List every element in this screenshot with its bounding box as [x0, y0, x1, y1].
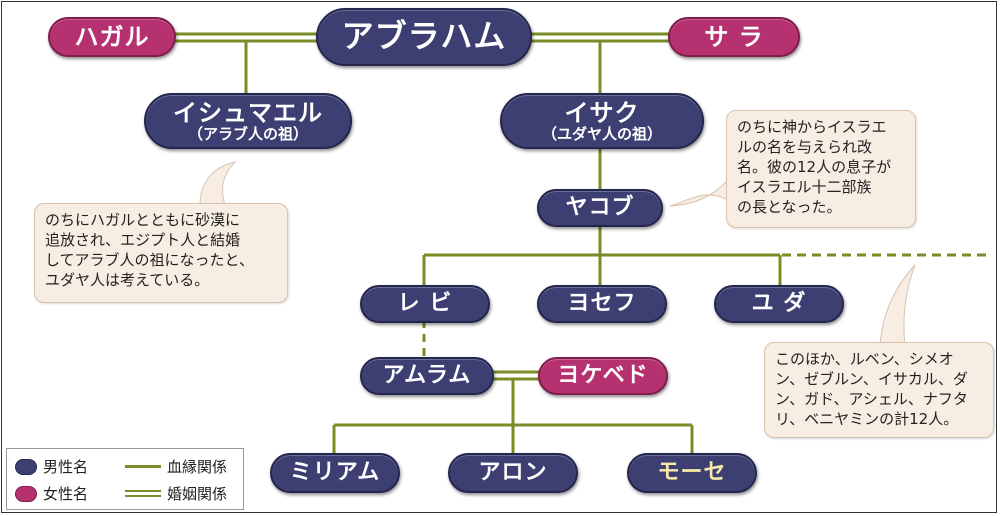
node-moses-name: モーセ	[657, 459, 727, 485]
node-ishmael: イシュマエル （アラブ人の祖）	[144, 93, 352, 149]
legend-male-swatch	[15, 458, 37, 475]
note-pointer-jacob	[669, 178, 729, 207]
node-isaac: イサク （ユダヤ人の祖）	[500, 93, 704, 149]
note-pointer-others	[879, 264, 916, 346]
legend-blood: 血縁関係	[125, 456, 227, 477]
legend-marriage-line	[125, 490, 161, 497]
node-amram: アムラム	[360, 357, 494, 395]
node-miriam-name: ミリアム	[289, 459, 381, 485]
node-judah: ユ ダ	[714, 285, 844, 323]
node-jacob-name: ヤコブ	[565, 194, 635, 220]
note-jacob: のちに神からイスラエ ルの名を与えられ改 名。彼の12人の息子が イスラエル十二…	[726, 110, 916, 228]
node-isaac-sub: （ユダヤ人の祖）	[541, 124, 662, 143]
node-sarah: サ ラ	[668, 17, 800, 57]
legend-male-label: 男性名	[43, 458, 89, 476]
node-levi-name: レ ビ	[397, 290, 453, 316]
legend-male: 男性名	[15, 456, 88, 477]
node-amram-name: アムラム	[382, 362, 472, 388]
node-hagar: ハガル	[48, 17, 176, 57]
node-abraham-name: アブラハム	[341, 17, 507, 56]
node-judah-name: ユ ダ	[751, 290, 807, 316]
note-other-sons: このほか、ルベン、シメオ ン、ゼブルン、イサカル、ダ ン、ガド、アシェル、ナフタ…	[764, 342, 994, 438]
note-pointer-ishmael	[199, 161, 237, 206]
node-aaron-name: アロン	[478, 459, 548, 485]
node-aaron: アロン	[448, 453, 578, 493]
node-ishmael-name: イシュマエル	[173, 98, 323, 127]
node-sarah-name: サ ラ	[704, 22, 764, 51]
node-joseph: ヨセフ	[537, 285, 667, 323]
legend-female-swatch	[15, 485, 37, 502]
note-ishmael: のちにハガルとともに砂漠に 追放され、エジプト人と結婚 してアラブ人の祖になった…	[34, 203, 288, 303]
legend: 男性名 血縁関係 女性名 婚姻関係	[6, 448, 244, 510]
legend-blood-line	[125, 465, 161, 468]
node-hagar-name: ハガル	[74, 22, 150, 51]
node-abraham: アブラハム	[316, 8, 532, 66]
node-isaac-name: イサク	[564, 98, 640, 127]
node-ishmael-sub: （アラブ人の祖）	[187, 124, 308, 143]
legend-female: 女性名	[15, 483, 88, 504]
node-jochebed: ヨケベド	[538, 357, 668, 395]
node-moses: モーセ	[627, 453, 757, 493]
node-joseph-name: ヨセフ	[567, 290, 637, 316]
node-jochebed-name: ヨケベド	[557, 362, 649, 388]
legend-marriage-label: 婚姻関係	[167, 485, 228, 503]
node-jacob: ヤコブ	[537, 189, 663, 227]
node-miriam: ミリアム	[270, 453, 400, 493]
node-levi: レ ビ	[360, 285, 490, 323]
legend-blood-label: 血縁関係	[167, 458, 228, 476]
legend-marriage: 婚姻関係	[125, 483, 227, 504]
legend-female-label: 女性名	[43, 485, 89, 503]
